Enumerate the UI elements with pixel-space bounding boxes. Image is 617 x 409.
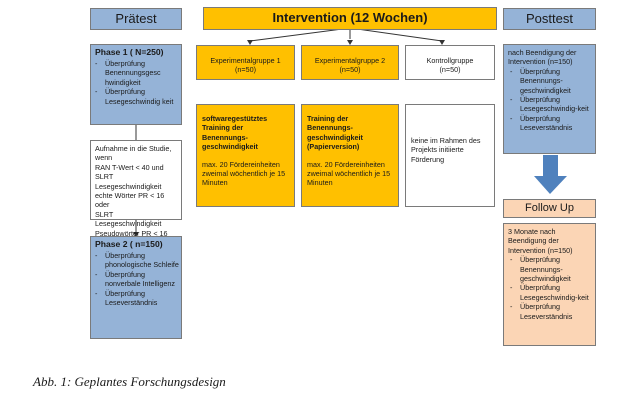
- list-item: Überprüfung Leseverständnis: [95, 289, 179, 308]
- list-item: Überprüfung Benennungsgesc hwindigkeit: [95, 59, 179, 87]
- criteria-line: RAN T-Wert < 40 und: [95, 162, 164, 172]
- phase2-title: Phase 2 ( n=150): [95, 239, 163, 249]
- list-item: Überprüfung Lesegeschwindig keit: [95, 87, 179, 106]
- list-item: Überprüfung Lesegeschwindig-keit: [510, 95, 589, 114]
- figure-caption: Abb. 1: Geplantes Forschungsdesign: [33, 374, 226, 389]
- training-detail: max. 20 Fördereinheiten zweimal wöchentl…: [307, 159, 391, 188]
- posttest-intro: nach Beendigung der Intervention (n=150): [508, 48, 577, 67]
- down-arrow-icon: [534, 155, 567, 194]
- group-n: (n=50): [235, 65, 256, 75]
- group-name: Experimentalgruppe 2: [314, 56, 386, 65]
- training-detail: keine im Rahmen des Projekts initiierte …: [411, 136, 481, 164]
- training-title: Training der Benennungs-geschwindigkeit …: [307, 114, 363, 152]
- group-experimental-2: Experimentalgruppe 2 (n=50): [301, 45, 399, 80]
- list-item: Überprüfung nonverbale Intelligenz: [95, 270, 179, 289]
- criteria-line: Pseudowörter PR < 16: [95, 228, 168, 238]
- list-item: Überprüfung Benennungs-geschwindigkeit: [510, 255, 589, 283]
- followup-list: Überprüfung Benennungs-geschwindigkeit Ü…: [508, 255, 591, 321]
- phase1-box: Phase 1 ( N=250) Überprüfung Benennungsg…: [90, 44, 182, 125]
- phase2-list: Überprüfung phonologische Schleife Überp…: [91, 251, 181, 307]
- list-item: Überprüfung Leseverständnis: [510, 302, 589, 321]
- group-name: Experimentalgruppe 1: [210, 56, 281, 65]
- posttest-box: nach Beendigung der Intervention (n=150)…: [503, 44, 596, 154]
- training-title: softwaregestütztes Training der Benennun…: [202, 114, 268, 152]
- group-name: Kontrollgruppe: [426, 56, 474, 65]
- group-n: (n=50): [439, 65, 461, 75]
- phase1-title: Phase 1 ( N=250): [95, 47, 164, 57]
- followup-intro: 3 Monate nach Beendigung der Interventio…: [508, 227, 573, 255]
- followup-box: 3 Monate nach Beendigung der Interventio…: [503, 223, 596, 346]
- training-box-2: Training der Benennungs-geschwindigkeit …: [301, 104, 399, 207]
- list-item: Überprüfung Leseverständnis: [510, 114, 589, 133]
- criteria-line: SLRT Lesegeschwindigkeit: [95, 209, 162, 229]
- list-item: Überprüfung Lesegeschwindig-keit: [510, 283, 589, 302]
- pretest-header: Prätest: [90, 8, 182, 30]
- list-item: Überprüfung phonologische Schleife: [95, 251, 179, 270]
- phase2-box: Phase 2 ( n=150) Überprüfung phonologisc…: [90, 236, 182, 339]
- group-n: (n=50): [339, 65, 361, 75]
- phase1-list: Überprüfung Benennungsgesc hwindigkeit Ü…: [91, 59, 181, 106]
- criteria-line: echte Wörter PR < 16 oder: [95, 191, 165, 210]
- posttest-header: Posttest: [503, 8, 596, 30]
- group-experimental-1: Experimentalgruppe 1 (n=50): [196, 45, 295, 80]
- intervention-header: Intervention (12 Wochen): [203, 7, 497, 30]
- group-control: Kontrollgruppe (n=50): [405, 45, 495, 80]
- criteria-line: SLRT Lesegeschwindigkeit: [95, 172, 162, 191]
- training-detail: max. 20 Fördereinheiten zweimal wöchentl…: [202, 159, 286, 188]
- training-box-control: keine im Rahmen des Projekts initiierte …: [405, 104, 495, 207]
- inclusion-criteria-box: Aufnahme in die Studie, wenn RAN T-Wert …: [90, 140, 182, 238]
- training-box-1: softwaregestütztes Training der Benennun…: [196, 104, 295, 207]
- list-item: Überprüfung Benennungs-geschwindigkeit: [510, 67, 589, 95]
- followup-header: Follow Up: [503, 199, 596, 218]
- posttest-list: Überprüfung Benennungs-geschwindigkeit Ü…: [508, 67, 591, 133]
- criteria-line: Aufnahme in die Studie, wenn: [95, 144, 172, 163]
